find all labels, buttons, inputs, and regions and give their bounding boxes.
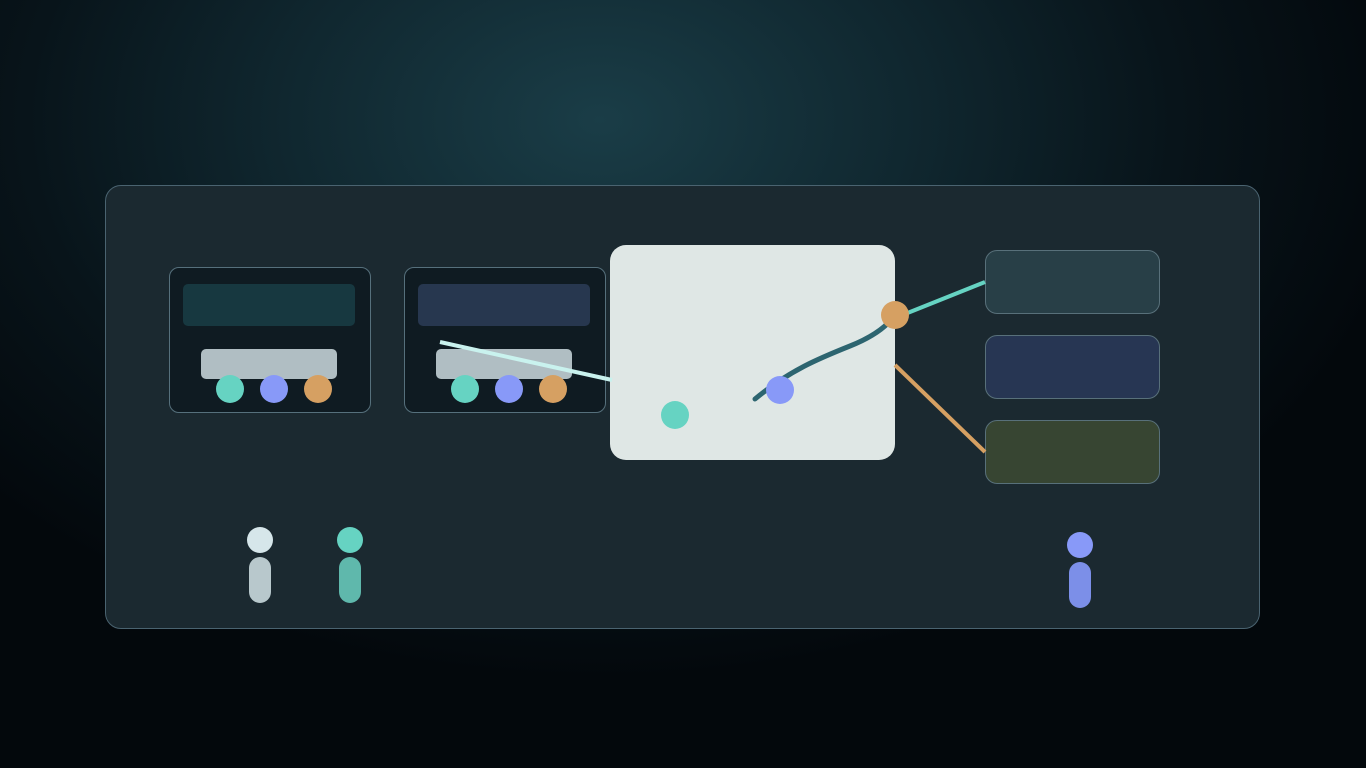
person-icon [247,527,273,603]
person-1-head [247,527,273,553]
card-1-header [183,284,355,326]
person-3-body [1069,562,1091,608]
card-1-teal-dot[interactable] [216,375,244,403]
output-block-1[interactable] [985,250,1160,314]
card-2-header [418,284,590,326]
center-canvas[interactable] [610,245,895,460]
card-1-tray [201,349,337,379]
card-1-periwinkle-dot[interactable] [260,375,288,403]
person-3-head [1067,532,1093,558]
source-card-2[interactable] [404,267,606,413]
output-block-3[interactable] [985,420,1160,484]
source-card-1[interactable] [169,267,371,413]
person-icon [337,527,363,603]
card-1-amber-dot[interactable] [304,375,332,403]
card-2-teal-dot[interactable] [451,375,479,403]
card-2-periwinkle-dot[interactable] [495,375,523,403]
person-1-body [249,557,271,603]
person-2-head [337,527,363,553]
person-2-body [339,557,361,603]
person-icon [1067,532,1093,608]
output-block-2[interactable] [985,335,1160,399]
card-2-amber-dot[interactable] [539,375,567,403]
